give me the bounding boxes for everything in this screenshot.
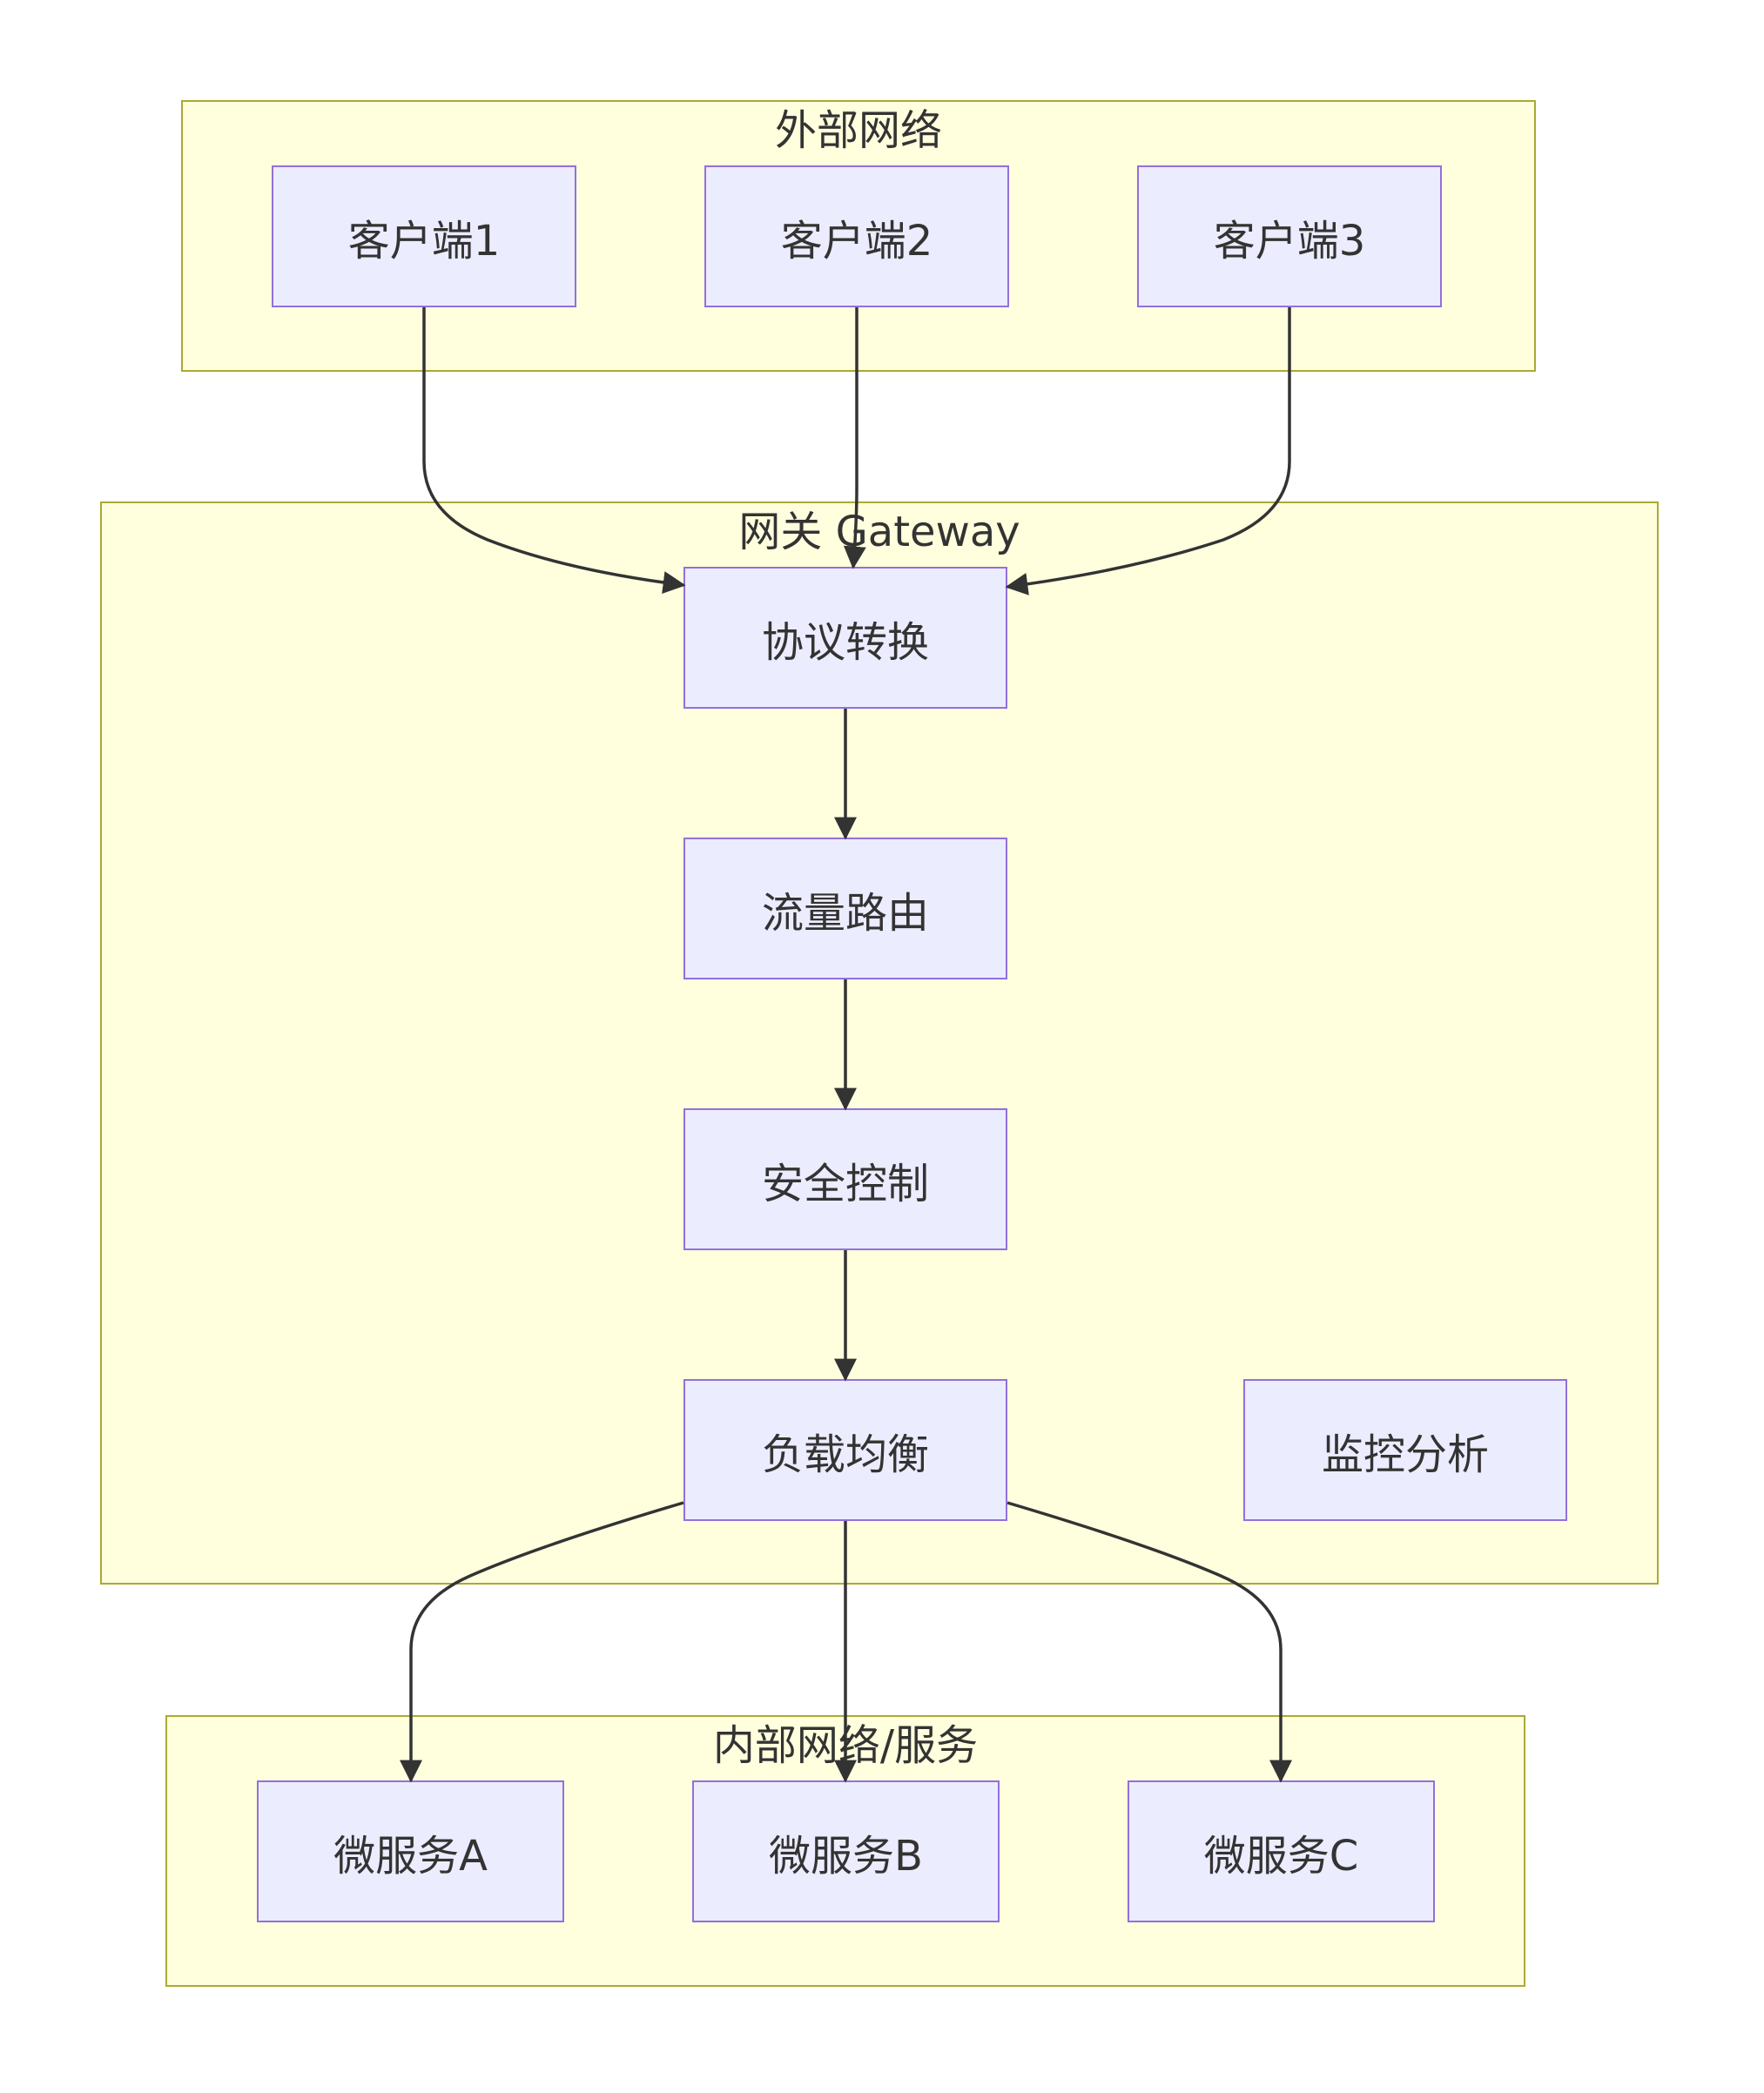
node-microservice-a-label: 微服务A [333,1831,488,1881]
node-security-control[interactable]: 安全控制 [683,1108,1007,1250]
node-client-2[interactable]: 客户端2 [704,165,1009,307]
node-microservice-a[interactable]: 微服务A [257,1780,564,1922]
cluster-internal-services-title: 内部网络/服务 [712,1721,979,1770]
cluster-external-network-title: 外部网络 [774,106,942,155]
node-load-balancing[interactable]: 负载均衡 [683,1379,1007,1521]
node-traffic-routing-label: 流量路由 [761,888,929,938]
node-security-control-label: 安全控制 [761,1159,929,1208]
node-microservice-c-label: 微服务C [1203,1831,1359,1881]
cluster-gateway-title: 网关 Gateway [738,508,1020,556]
node-client-3[interactable]: 客户端3 [1137,165,1442,307]
node-microservice-b[interactable]: 微服务B [692,1780,1000,1922]
node-traffic-routing[interactable]: 流量路由 [683,838,1007,979]
node-protocol-conversion-label: 协议转换 [761,617,929,667]
node-protocol-conversion[interactable]: 协议转换 [683,567,1007,709]
node-monitoring-analysis-label: 监控分析 [1321,1430,1489,1479]
node-load-balancing-label: 负载均衡 [761,1430,929,1479]
node-microservice-b-label: 微服务B [769,1831,923,1881]
node-client-2-label: 客户端2 [780,216,933,266]
node-microservice-c[interactable]: 微服务C [1128,1780,1435,1922]
node-client-1[interactable]: 客户端1 [272,165,576,307]
node-monitoring-analysis[interactable]: 监控分析 [1243,1379,1567,1521]
node-client-1-label: 客户端1 [347,216,501,266]
node-client-3-label: 客户端3 [1213,216,1366,266]
